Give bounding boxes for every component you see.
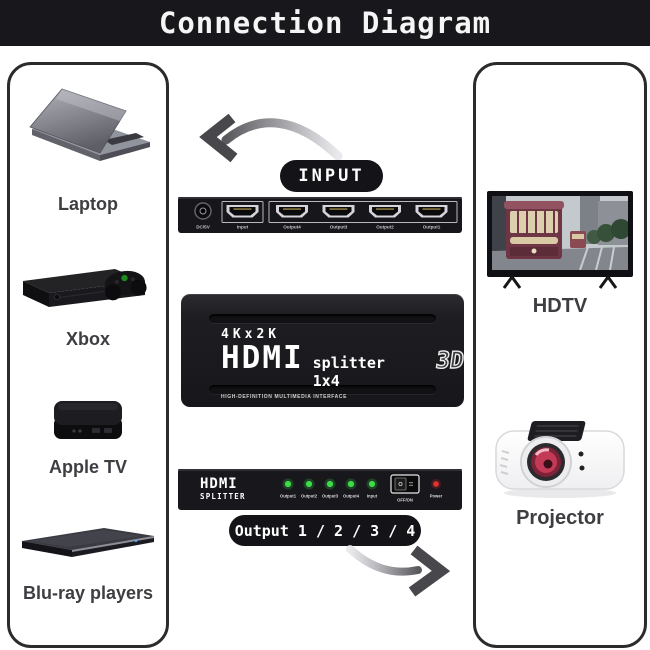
power-led <box>433 481 439 487</box>
input-port-label: Input <box>237 225 249 230</box>
led-label-input: Input <box>367 494 378 499</box>
laptop-image <box>29 88 150 161</box>
apple-tv-figure: Apple TV <box>10 397 166 478</box>
input-badge: INPUT <box>280 160 383 192</box>
title-banner: Connection Diagram <box>0 0 650 46</box>
front-text-block: 4Kx2K HDMI splitter 1x4 3D HIGH-DEFINITI… <box>221 327 467 400</box>
led-label-output4: Output4 <box>343 494 360 499</box>
output-badge: Output 1 / 2 / 3 / 4 <box>229 515 421 546</box>
brand-row: HDMI splitter 1x4 3D <box>221 340 467 390</box>
output3-port-label: Output3 <box>330 225 348 230</box>
switch-label: OFF/ON <box>397 498 413 503</box>
apple-tv-label: Apple TV <box>48 457 127 477</box>
led-label-output1: Output1 <box>280 494 297 499</box>
xbox-figure: Xbox <box>10 257 166 350</box>
splitter-back-panel: DC/5V Input Output4 Output3 Output2 Outp… <box>178 197 462 233</box>
hdtv-image <box>487 191 633 289</box>
hdmi-logo-text: HDMI <box>200 476 238 492</box>
led-output1 <box>284 480 292 488</box>
hdmi-output1-port-icon <box>415 205 448 218</box>
power-led-label: Power <box>430 494 443 499</box>
page-title: Connection Diagram <box>158 6 492 40</box>
hdmi-output4-port-icon <box>276 205 308 218</box>
front-groove-top <box>209 314 436 323</box>
source-devices-panel: Laptop Xbox <box>7 62 169 648</box>
splitter-logo-text: SPLITTER <box>200 492 246 501</box>
output4-port-label: Output4 <box>283 225 301 230</box>
power-switch-icon <box>390 474 420 494</box>
resolution-text: 4Kx2K <box>221 327 281 342</box>
projector-label: Projector <box>516 507 604 529</box>
splitter-led-panel: HDMI SPLITTER Output1 Output2 Output3 Ou… <box>178 469 462 510</box>
projector-image <box>495 421 625 498</box>
projector-figure: Projector <box>476 413 644 530</box>
apple-tv-image <box>54 401 122 439</box>
hdtv-label: HDTV <box>532 295 588 317</box>
output1-port-label: Output1 <box>423 225 441 230</box>
hdmi-output2-port-icon <box>369 205 401 218</box>
hdmi-output3-port-icon <box>322 205 355 218</box>
front-groove-bottom <box>209 385 436 394</box>
bluray-image <box>22 528 154 557</box>
output2-port-label: Output2 <box>376 225 394 230</box>
splitter-front-view: 4Kx2K HDMI splitter 1x4 3D HIGH-DEFINITI… <box>181 294 467 407</box>
xbox-image <box>23 269 147 307</box>
output-arrow-icon <box>346 545 451 597</box>
hdmi-input-port-icon <box>226 205 259 218</box>
status-leds <box>282 478 378 490</box>
bluray-figure: Blu-ray players <box>10 523 166 604</box>
led-output2 <box>305 480 313 488</box>
hdmi-brand-text: HDMI <box>221 340 304 376</box>
led-label-output3: Output3 <box>322 494 339 499</box>
hdmi-tagline-text: HIGH-DEFINITION MULTIMEDIA INTERFACE <box>221 394 348 400</box>
display-devices-panel: HDTV Proje <box>473 62 647 648</box>
led-label-output2: Output2 <box>301 494 318 499</box>
dc-port-icon <box>194 202 212 220</box>
laptop-label: Laptop <box>58 194 118 214</box>
xbox-label: Xbox <box>65 329 110 349</box>
splitter-subtitle-text: splitter 1x4 <box>312 354 385 390</box>
input-arrow-icon <box>199 113 343 163</box>
led-output4 <box>347 480 355 488</box>
dc-port-label: DC/5V <box>196 225 210 230</box>
bluray-label: Blu-ray players <box>22 583 154 603</box>
3d-badge: 3D <box>434 347 467 374</box>
hdtv-figure: HDTV <box>476 189 644 318</box>
laptop-figure: Laptop <box>10 87 166 215</box>
led-input <box>368 480 376 488</box>
led-output3 <box>326 480 334 488</box>
